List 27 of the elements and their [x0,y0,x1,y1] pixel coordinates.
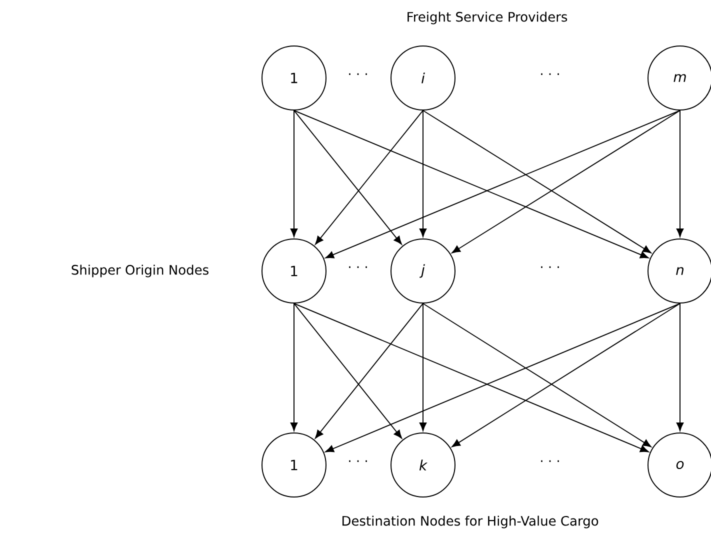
arrow [294,110,649,258]
arrow [452,110,681,254]
arrow [676,110,684,238]
ellipsis: · · · [541,266,559,268]
arrow [325,303,681,452]
arrow [676,303,684,432]
row-heading: Destination Nodes for High-Value Cargo [342,516,598,528]
arrow [294,303,649,452]
arrow [315,303,424,439]
ellipsis: · · · [349,73,367,75]
arrow [452,303,681,448]
ellipsis: · · · [349,266,367,268]
arrow [422,110,652,254]
arrow [290,110,298,238]
arrow [315,110,424,245]
arrow [294,303,402,439]
arrow [422,303,652,448]
row-heading: Shipper Origin Nodes [72,264,208,278]
arrow [294,110,402,245]
arrow [290,303,298,432]
ellipsis: · · · [541,73,559,75]
ellipsis: · · · [541,460,559,462]
arrow [419,110,427,238]
row-heading: Freight Service Providers [408,12,568,24]
ellipsis: · · · [349,460,367,462]
arrow [419,303,427,432]
arrow [325,110,681,258]
